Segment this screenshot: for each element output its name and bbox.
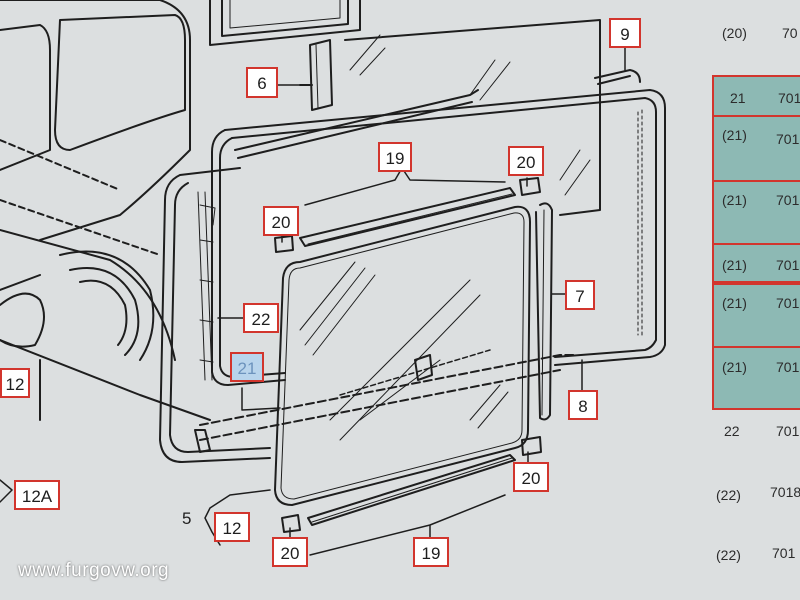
table-ref: (20) bbox=[722, 25, 747, 41]
table-ref: (21) bbox=[722, 192, 747, 208]
upper-window-frame bbox=[209, 0, 361, 46]
callout-20-bottom-right: 20 bbox=[513, 462, 549, 492]
callout-20-top-left: 20 bbox=[263, 206, 299, 236]
sliding-glass-pane bbox=[274, 205, 531, 506]
table-code: 701 bbox=[776, 131, 800, 147]
table-ref: (22) bbox=[716, 487, 741, 503]
table-code: 701 bbox=[776, 257, 800, 273]
rear-glass-pane bbox=[344, 19, 601, 216]
table-cell-highlight bbox=[712, 283, 800, 348]
label-5: 5 bbox=[182, 509, 192, 528]
vertical-post bbox=[299, 39, 333, 111]
rubber-seal-frame bbox=[159, 167, 271, 463]
table-ref: (21) bbox=[722, 359, 747, 375]
clip-parts bbox=[274, 177, 542, 533]
callout-20-top-right: 20 bbox=[508, 146, 544, 176]
table-code: 701 bbox=[778, 90, 800, 106]
top-rail bbox=[234, 69, 641, 159]
callout-19-top: 19 bbox=[378, 142, 412, 172]
table-ref: (21) bbox=[722, 257, 747, 273]
table-ref: (21) bbox=[722, 295, 747, 311]
lower-slide-rail bbox=[307, 454, 516, 526]
table-code: 7018 bbox=[770, 484, 800, 500]
callout-19-bottom: 19 bbox=[413, 537, 449, 567]
callout-8: 8 bbox=[568, 390, 598, 420]
table-cell-highlight bbox=[712, 180, 800, 245]
callout-7: 7 bbox=[565, 280, 595, 310]
upper-slide-rail bbox=[299, 187, 516, 247]
table-cell-highlight bbox=[712, 115, 800, 180]
table-code: 701 bbox=[776, 359, 800, 375]
table-cell-highlight bbox=[712, 245, 800, 283]
table-code: 701 bbox=[776, 423, 800, 439]
table-ref: 22 bbox=[724, 423, 740, 439]
callout-12a: 12A bbox=[14, 480, 60, 510]
table-ref: (21) bbox=[722, 127, 747, 143]
callout-9: 9 bbox=[609, 18, 641, 48]
callout-22: 22 bbox=[243, 303, 279, 333]
table-cell-highlight bbox=[712, 348, 800, 410]
callout-12-left: 12 bbox=[0, 368, 30, 398]
table-cell-highlight bbox=[712, 75, 800, 115]
table-code: 701 bbox=[772, 545, 796, 561]
table-code: 701 bbox=[776, 295, 800, 311]
vertical-seal-strip bbox=[535, 202, 553, 421]
callout-20-bottom-left: 20 bbox=[272, 537, 308, 567]
van-body-outline bbox=[0, 0, 211, 421]
table-code: 701 bbox=[776, 192, 800, 208]
callout-12-bottom: 12 bbox=[214, 512, 250, 542]
watermark: www.furgovw.org bbox=[18, 560, 170, 581]
table-ref: 21 bbox=[730, 90, 746, 106]
callout-6: 6 bbox=[246, 67, 278, 98]
callout-21-highlighted: 21 bbox=[230, 352, 264, 382]
table-code: 70 bbox=[782, 25, 798, 41]
table-ref: (22) bbox=[716, 547, 741, 563]
